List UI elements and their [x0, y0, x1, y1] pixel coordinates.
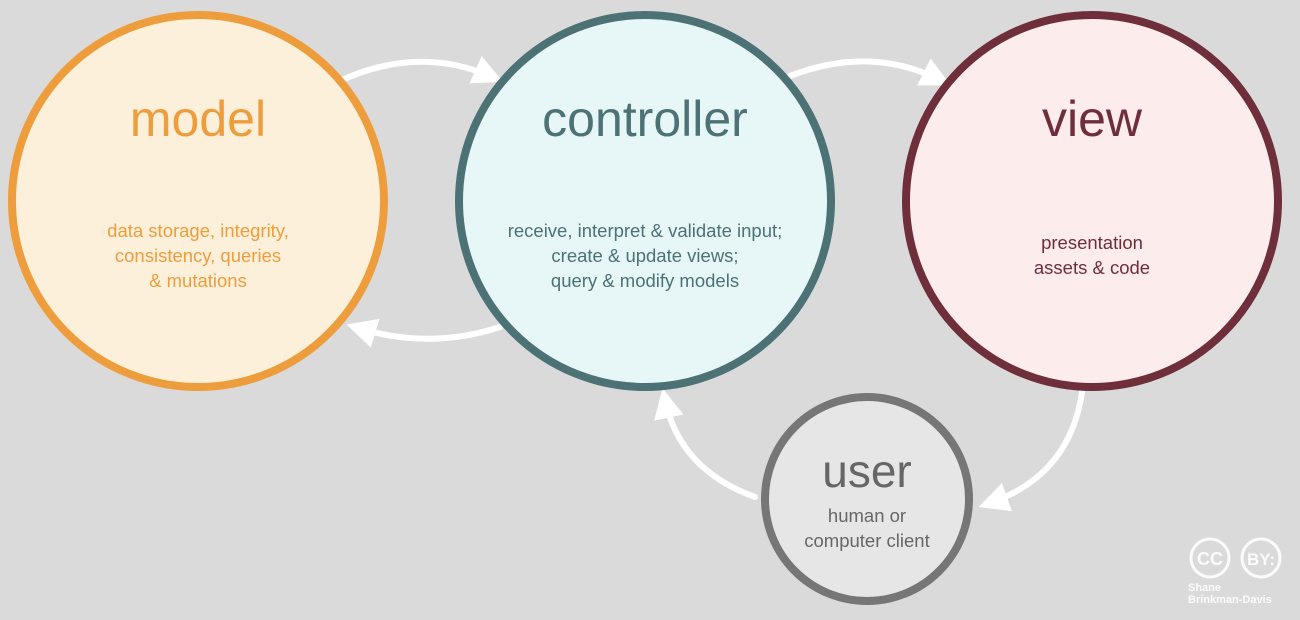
node-model-desc-line-2: consistency, queries: [115, 245, 281, 266]
edges: [339, 55, 1085, 512]
node-user-circle: [761, 393, 973, 605]
node-view-circle: [902, 11, 1282, 391]
license-author-line-1: Shane: [1188, 582, 1221, 594]
by-label: BY:: [1247, 550, 1275, 569]
node-model-title: model: [130, 91, 266, 147]
node-model-desc-line-1: data storage, integrity,: [107, 220, 289, 241]
node-view: view presentation assets & code: [902, 11, 1282, 391]
node-controller-circle: [455, 11, 835, 391]
node-view-desc-line-1: presentation: [1041, 232, 1143, 253]
by-icon: [1240, 537, 1282, 579]
node-view-desc-line-2: assets & code: [1034, 257, 1150, 278]
cc-label: CC: [1197, 549, 1223, 569]
license-author-line-2: Brinkman-Davis: [1188, 594, 1272, 606]
node-controller-desc-line-3: query & modify models: [551, 270, 739, 291]
node-user-title: user: [822, 445, 911, 497]
node-controller-desc-line-1: receive, interpret & validate input;: [508, 220, 783, 241]
node-user: user human or computer client: [761, 393, 973, 605]
node-controller-desc-line-2: create & update views;: [551, 245, 738, 266]
edge-controller-to-model: [346, 318, 503, 348]
edge-controller-to-view: [787, 58, 951, 86]
edge-model-to-controller: [339, 55, 503, 84]
cc-icon: [1189, 537, 1231, 579]
license-badge: CC BY: Shane Brinkman-Davis: [1188, 537, 1282, 606]
edge-user-to-controller: [654, 388, 758, 500]
node-model-desc-line-3: & mutations: [149, 270, 247, 291]
node-user-desc-line-2: computer client: [804, 530, 929, 551]
node-model: model data storage, integrity, consisten…: [8, 11, 388, 391]
node-controller: controller receive, interpret & validate…: [455, 11, 835, 391]
edge-view-to-user: [978, 389, 1085, 512]
node-user-desc-line-1: human or: [828, 505, 906, 526]
node-model-circle: [8, 11, 388, 391]
node-controller-title: controller: [542, 91, 748, 147]
node-view-title: view: [1042, 91, 1143, 147]
